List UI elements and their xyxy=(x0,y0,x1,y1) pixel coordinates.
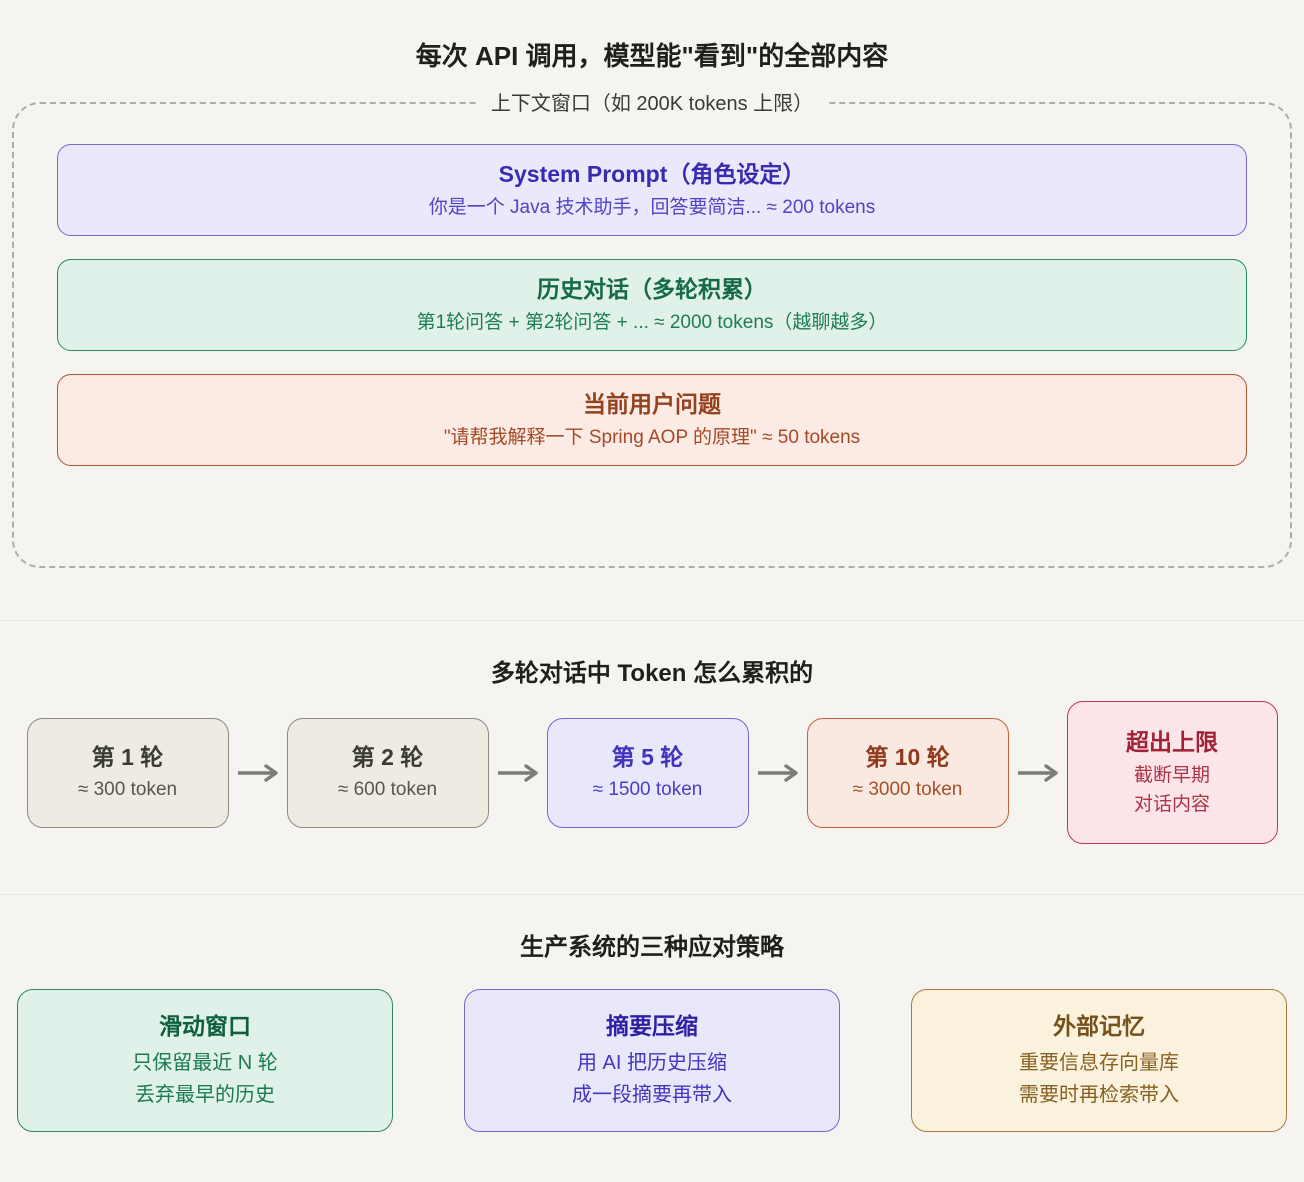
summary-compression-title: 摘要压缩 xyxy=(606,1013,698,1039)
summary-compression-line-1: 用 AI 把历史压缩 xyxy=(576,1052,727,1074)
summary-compression-card: 摘要压缩 用 AI 把历史压缩 成一段摘要再带入 xyxy=(464,989,840,1132)
round-5-title: 第 5 轮 xyxy=(611,744,684,770)
token-flow-row: 第 1 轮 ≈ 300 token 第 2 轮 ≈ 600 token 第 5 … xyxy=(0,701,1304,844)
accumulation-section-title: 多轮对话中 Token 怎么累积的 xyxy=(490,660,814,687)
system-prompt-box: System Prompt（角色设定） 你是一个 Java 技术助手，回答要简洁… xyxy=(57,144,1247,236)
strategies-section-title: 生产系统的三种应对策略 xyxy=(520,934,784,961)
round-1-title: 第 1 轮 xyxy=(91,744,164,770)
external-memory-line-2: 需要时再检索带入 xyxy=(1019,1084,1179,1106)
context-window-label: 上下文窗口（如 200K tokens 上限） xyxy=(476,90,828,118)
round-10-tokens: ≈ 3000 token xyxy=(852,779,963,800)
context-window-container: 上下文窗口（如 200K tokens 上限） System Prompt（角色… xyxy=(12,90,1292,568)
sliding-window-line-1: 只保留最近 N 轮 xyxy=(132,1052,278,1074)
section-strategies: 生产系统的三种应对策略 滑动窗口 只保留最近 N 轮 丢弃最早的历史 摘要压缩 … xyxy=(0,931,1304,1132)
summary-compression-line-2: 成一段摘要再带入 xyxy=(572,1084,732,1106)
round-10-box: 第 10 轮 ≈ 3000 token xyxy=(806,717,1009,828)
arrow-right-icon xyxy=(1017,763,1058,782)
history-dialog-box: 历史对话（多轮积累） 第1轮问答 + 第2轮问答 + ... ≈ 2000 to… xyxy=(57,259,1247,351)
system-prompt-subtitle: 你是一个 Java 技术助手，回答要简洁... ≈ 200 tokens xyxy=(428,197,876,218)
round-2-box: 第 2 轮 ≈ 600 token xyxy=(286,717,489,828)
sliding-window-line-2: 丢弃最早的历史 xyxy=(135,1084,275,1106)
strategy-cards-row: 滑动窗口 只保留最近 N 轮 丢弃最早的历史 摘要压缩 用 AI 把历史压缩 成… xyxy=(0,989,1304,1132)
round-5-box: 第 5 轮 ≈ 1500 token xyxy=(546,717,749,828)
current-question-subtitle: "请帮我解释一下 Spring AOP 的原理" ≈ 50 tokens xyxy=(443,427,861,448)
round-1-tokens: ≈ 300 token xyxy=(77,779,178,800)
external-memory-title: 外部记忆 xyxy=(1053,1013,1145,1039)
section-divider-2 xyxy=(0,894,1304,895)
section-token-accumulation: 多轮对话中 Token 怎么累积的 第 1 轮 ≈ 300 token 第 2 … xyxy=(0,657,1304,844)
over-limit-line-1: 截断早期 xyxy=(1133,764,1210,786)
section-context-window: 每次 API 调用，模型能"看到"的全部内容 上下文窗口（如 200K toke… xyxy=(0,0,1304,568)
round-5-tokens: ≈ 1500 token xyxy=(592,779,703,800)
current-question-title: 当前用户问题 xyxy=(583,391,721,417)
section-divider-1 xyxy=(0,620,1304,621)
arrow-right-icon xyxy=(757,763,798,782)
history-dialog-title: 历史对话（多轮积累） xyxy=(537,276,767,302)
arrow-right-icon xyxy=(497,763,538,782)
current-question-box: 当前用户问题 "请帮我解释一下 Spring AOP 的原理" ≈ 50 tok… xyxy=(57,374,1247,466)
round-10-title: 第 10 轮 xyxy=(865,744,950,770)
over-limit-box: 超出上限 截断早期 对话内容 xyxy=(1066,701,1278,844)
round-2-tokens: ≈ 600 token xyxy=(337,779,438,800)
round-1-box: 第 1 轮 ≈ 300 token xyxy=(26,717,229,828)
external-memory-line-1: 重要信息存向量库 xyxy=(1019,1052,1179,1074)
system-prompt-title: System Prompt（角色设定） xyxy=(498,161,806,187)
history-dialog-subtitle: 第1轮问答 + 第2轮问答 + ... ≈ 2000 tokens（越聊越多） xyxy=(416,312,888,333)
round-2-title: 第 2 轮 xyxy=(351,744,424,770)
sliding-window-card: 滑动窗口 只保留最近 N 轮 丢弃最早的历史 xyxy=(17,989,393,1132)
arrow-right-icon xyxy=(237,763,278,782)
over-limit-title: 超出上限 xyxy=(1126,728,1218,755)
external-memory-card: 外部记忆 重要信息存向量库 需要时再检索带入 xyxy=(911,989,1287,1132)
sliding-window-title: 滑动窗口 xyxy=(159,1013,251,1039)
over-limit-line-2: 对话内容 xyxy=(1133,793,1210,815)
context-section-title: 每次 API 调用，模型能"看到"的全部内容 xyxy=(415,41,889,71)
